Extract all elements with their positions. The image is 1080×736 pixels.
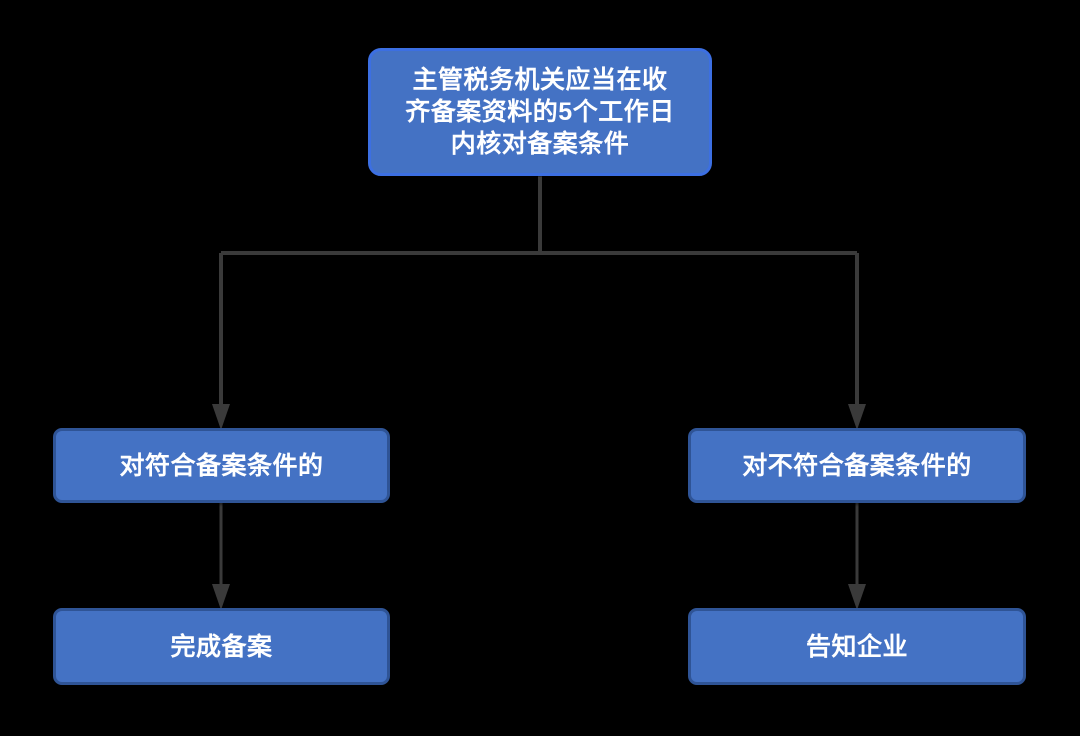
node-notify-enterprise[interactable]: 告知企业 <box>688 608 1026 685</box>
node-label-line: 齐备案资料的5个工作日 <box>405 98 675 126</box>
node-complete-filing[interactable]: 完成备案 <box>53 608 390 685</box>
node-label-line: 告知企业 <box>805 632 908 661</box>
node-label: 告知企业 <box>703 631 1011 663</box>
arrowhead-branch-right <box>848 404 866 430</box>
node-label-line: 对符合备案条件的 <box>119 451 324 480</box>
node-label-line: 主管税务机关应当在收 <box>412 66 668 94</box>
node-label: 完成备案 <box>68 631 375 663</box>
node-label: 主管税务机关应当在收 齐备案资料的5个工作日 内核对备案条件 <box>385 64 695 160</box>
arrowhead-leaf-right <box>848 584 866 610</box>
node-label-line: 内核对备案条件 <box>450 130 630 158</box>
node-not-meets-filing-conditions[interactable]: 对不符合备案条件的 <box>688 428 1026 503</box>
node-label-line: 完成备案 <box>170 632 273 661</box>
node-label-line: 对不符合备案条件的 <box>742 451 972 480</box>
node-label: 对不符合备案条件的 <box>703 450 1011 482</box>
node-label: 对符合备案条件的 <box>68 450 375 482</box>
node-meets-filing-conditions[interactable]: 对符合备案条件的 <box>53 428 390 503</box>
arrowhead-branch-left <box>212 404 230 430</box>
arrowhead-leaf-left <box>212 584 230 610</box>
node-review-filing-conditions[interactable]: 主管税务机关应当在收 齐备案资料的5个工作日 内核对备案条件 <box>368 48 712 176</box>
